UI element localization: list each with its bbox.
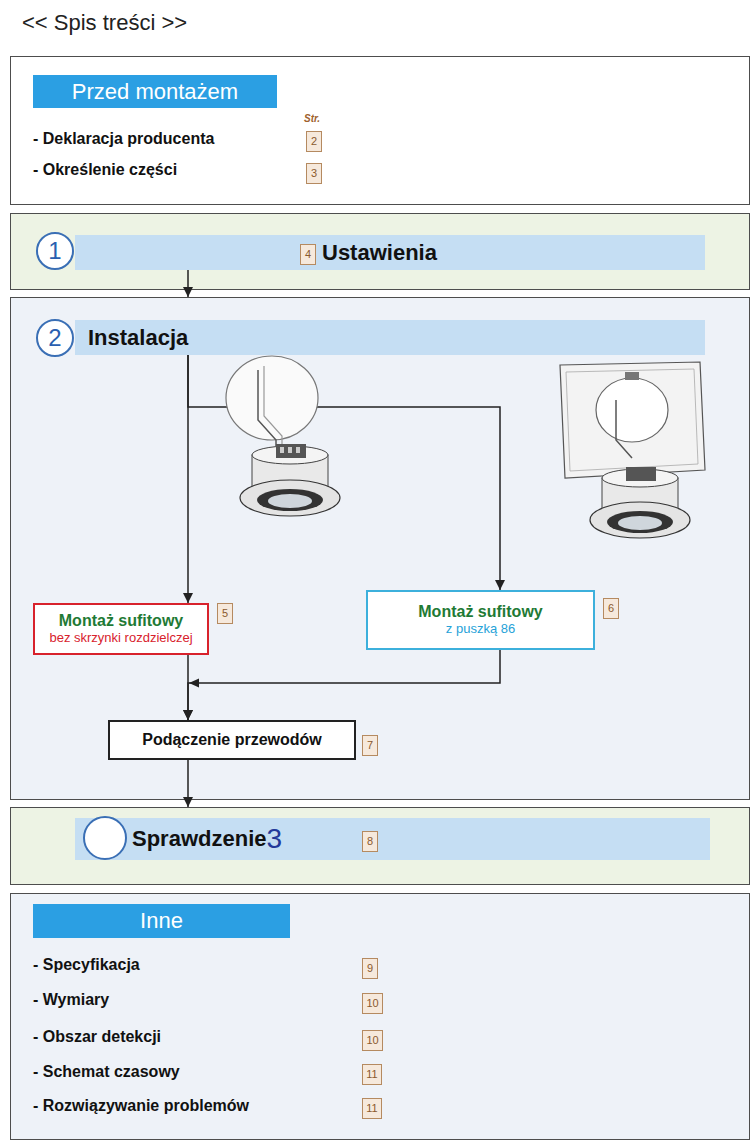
merge-arrowhead (189, 679, 199, 688)
toc-entry: - Obszar detekcji (33, 1028, 161, 1046)
page-number: 10 (366, 1034, 378, 1047)
step-number: 2 (48, 324, 61, 352)
section-heading: Inne (140, 908, 183, 933)
step-band: 2InstalacjaMontaż sufitowybez skrzynki r… (10, 297, 750, 800)
page-number-box: 10 (362, 1030, 383, 1051)
page-number: 11 (366, 1102, 377, 1115)
page-number-box: 6 (603, 598, 619, 619)
step-title: Instalacja (88, 325, 188, 350)
section-tab: Przed montażem (33, 75, 277, 108)
page-number: 4 (305, 248, 311, 261)
page-number-box: 9 (362, 958, 378, 979)
page-number: 11 (366, 1068, 377, 1081)
page-number: 2 (311, 135, 317, 148)
page-number: 10 (366, 997, 378, 1010)
page-number-box: 7 (362, 735, 378, 756)
page-number-box: 3 (306, 163, 322, 184)
page-number-box: 2 (306, 131, 322, 152)
page-number: 5 (222, 607, 228, 620)
page-number-box: 11 (362, 1098, 382, 1119)
section-panel: Str. - Deklaracja producenta - Określenie … (10, 56, 750, 205)
section-panel: - Specyfikacja - Wymiary - Obszar detekcji… (10, 893, 750, 1140)
page-number-box: 11 (362, 1064, 382, 1085)
step-bar: Instalacja (75, 320, 705, 355)
page-number-box: 4 (300, 244, 316, 265)
step-title: Ustawienia (322, 240, 437, 265)
box-title: Podączenie przewodów (142, 731, 322, 749)
step-circle: 1 (36, 232, 74, 270)
step-band: Sprawdzenie3 8 (10, 807, 750, 885)
flow-arrow (187, 270, 189, 297)
step-title: Sprawdzenie (132, 826, 266, 851)
box-mount-illustration (560, 362, 705, 538)
option-box: Montaż sufitowyz puszką 86 (366, 590, 595, 650)
page-number: 9 (367, 962, 373, 975)
flow-arrow (187, 655, 189, 720)
ceiling-mount-illustration (226, 356, 340, 516)
toc-entry: - Specyfikacja (33, 956, 140, 974)
page-number: 3 (311, 167, 317, 180)
column-label: Str. (304, 113, 320, 125)
step-number: 3 (266, 823, 282, 855)
toc-entry: - Deklaracja producenta (33, 130, 214, 148)
toc-entry: - Wymiary (33, 991, 109, 1009)
section-heading: Przed montażem (72, 79, 238, 104)
toc-entry: - Określenie części (33, 161, 177, 179)
box-title: Montaż sufitowy (418, 603, 542, 621)
step-bar: Sprawdzenie3 8 (75, 818, 710, 860)
step-band: 1 Ustawienia 4 (10, 213, 750, 290)
diagram-title: << Spis treści >> (22, 10, 187, 36)
flow-arrow (188, 355, 500, 590)
page-number: 8 (367, 835, 373, 848)
box-subtitle: z puszką 86 (446, 622, 515, 637)
toc-entry: - Schemat czasowy (33, 1063, 180, 1081)
flow-arrow (188, 650, 500, 720)
process-box: Podączenie przewodów (108, 720, 356, 760)
flow-arrow (187, 355, 189, 603)
flow-arrow (187, 760, 189, 807)
step-circle (84, 817, 126, 859)
box-title: Montaż sufitowy (59, 612, 183, 630)
step-bar: Ustawienia 4 (75, 235, 705, 270)
page-number-box: 5 (217, 603, 233, 624)
step-number: 1 (48, 237, 61, 265)
step-circle: 2 (36, 319, 74, 357)
toc-entry: - Rozwiązywanie problemów (33, 1097, 249, 1115)
page-number-box: 10 (362, 993, 383, 1014)
page-number-box: 8 (362, 831, 378, 852)
box-subtitle: bez skrzynki rozdzielczej (49, 631, 192, 646)
page-number: 7 (367, 739, 373, 752)
page-number: 6 (608, 602, 614, 615)
option-box: Montaż sufitowybez skrzynki rozdzielczej (33, 603, 209, 655)
section-tab: Inne (33, 904, 290, 938)
